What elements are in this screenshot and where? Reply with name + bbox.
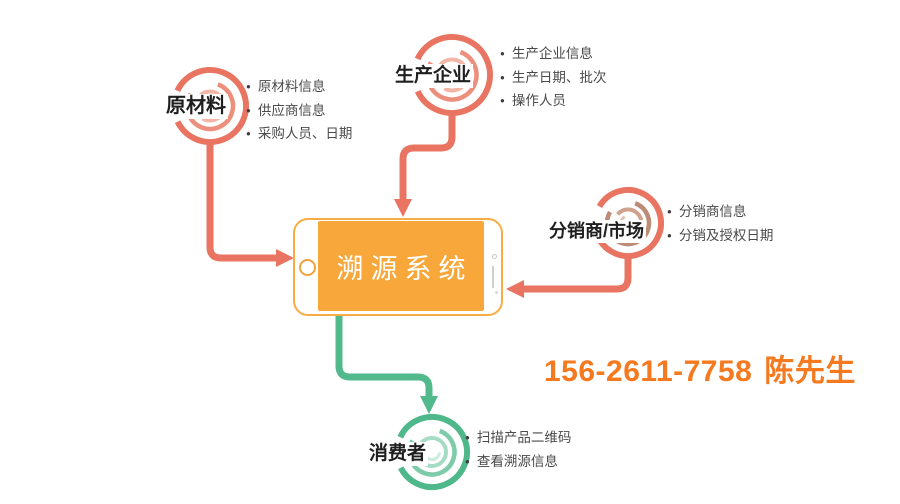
arrow-distributor-to-system <box>506 257 632 298</box>
distributor-label: 分销商/市场 <box>547 220 647 243</box>
phone-device: 溯源系统 <box>293 218 503 316</box>
contact-person-name: 陈先生 <box>764 355 856 388</box>
list-item: 原材料信息 <box>246 76 352 100</box>
list-item: 分销商信息 <box>667 201 773 225</box>
phone-mic-dot <box>495 291 498 294</box>
producer-bullet-list: 生产企业信息 生产日期、批次 操作人员 <box>500 43 607 114</box>
arrow-raw-to-system <box>206 142 294 267</box>
arrow-producer-to-system <box>394 113 456 217</box>
list-item: 供应商信息 <box>246 100 352 124</box>
consumer-bullet-list: 扫描产品二维码 查看溯源信息 <box>465 427 572 475</box>
phone-screen: 溯源系统 <box>318 221 484 311</box>
list-item: 查看溯源信息 <box>465 451 571 475</box>
phone-camera-icon <box>492 254 497 259</box>
system-title: 溯源系统 <box>336 253 473 284</box>
raw-materials-label: 原材料 <box>164 94 228 119</box>
arrow-system-to-consumer <box>335 316 438 414</box>
distributor-bullet-list: 分销商信息 分销及授权日期 <box>667 201 774 249</box>
phone-speaker-icon <box>492 266 494 288</box>
list-item: 采购人员、日期 <box>246 123 353 147</box>
phone-home-button <box>299 259 316 276</box>
list-item: 操作人员 <box>500 90 606 114</box>
contact-phone-number: 156-2611-7758 <box>544 355 753 388</box>
raw-materials-bullet-list: 原材料信息 供应商信息 采购人员、日期 <box>246 76 353 147</box>
contact-info: 156-2611-7758 陈先生 <box>544 346 856 390</box>
consumer-label: 消费者 <box>367 442 429 466</box>
producer-label: 生产企业 <box>393 64 474 88</box>
list-item: 生产日期、批次 <box>500 67 607 91</box>
list-item: 生产企业信息 <box>500 43 606 67</box>
list-item: 分销及授权日期 <box>667 225 774 249</box>
list-item: 扫描产品二维码 <box>465 427 572 451</box>
